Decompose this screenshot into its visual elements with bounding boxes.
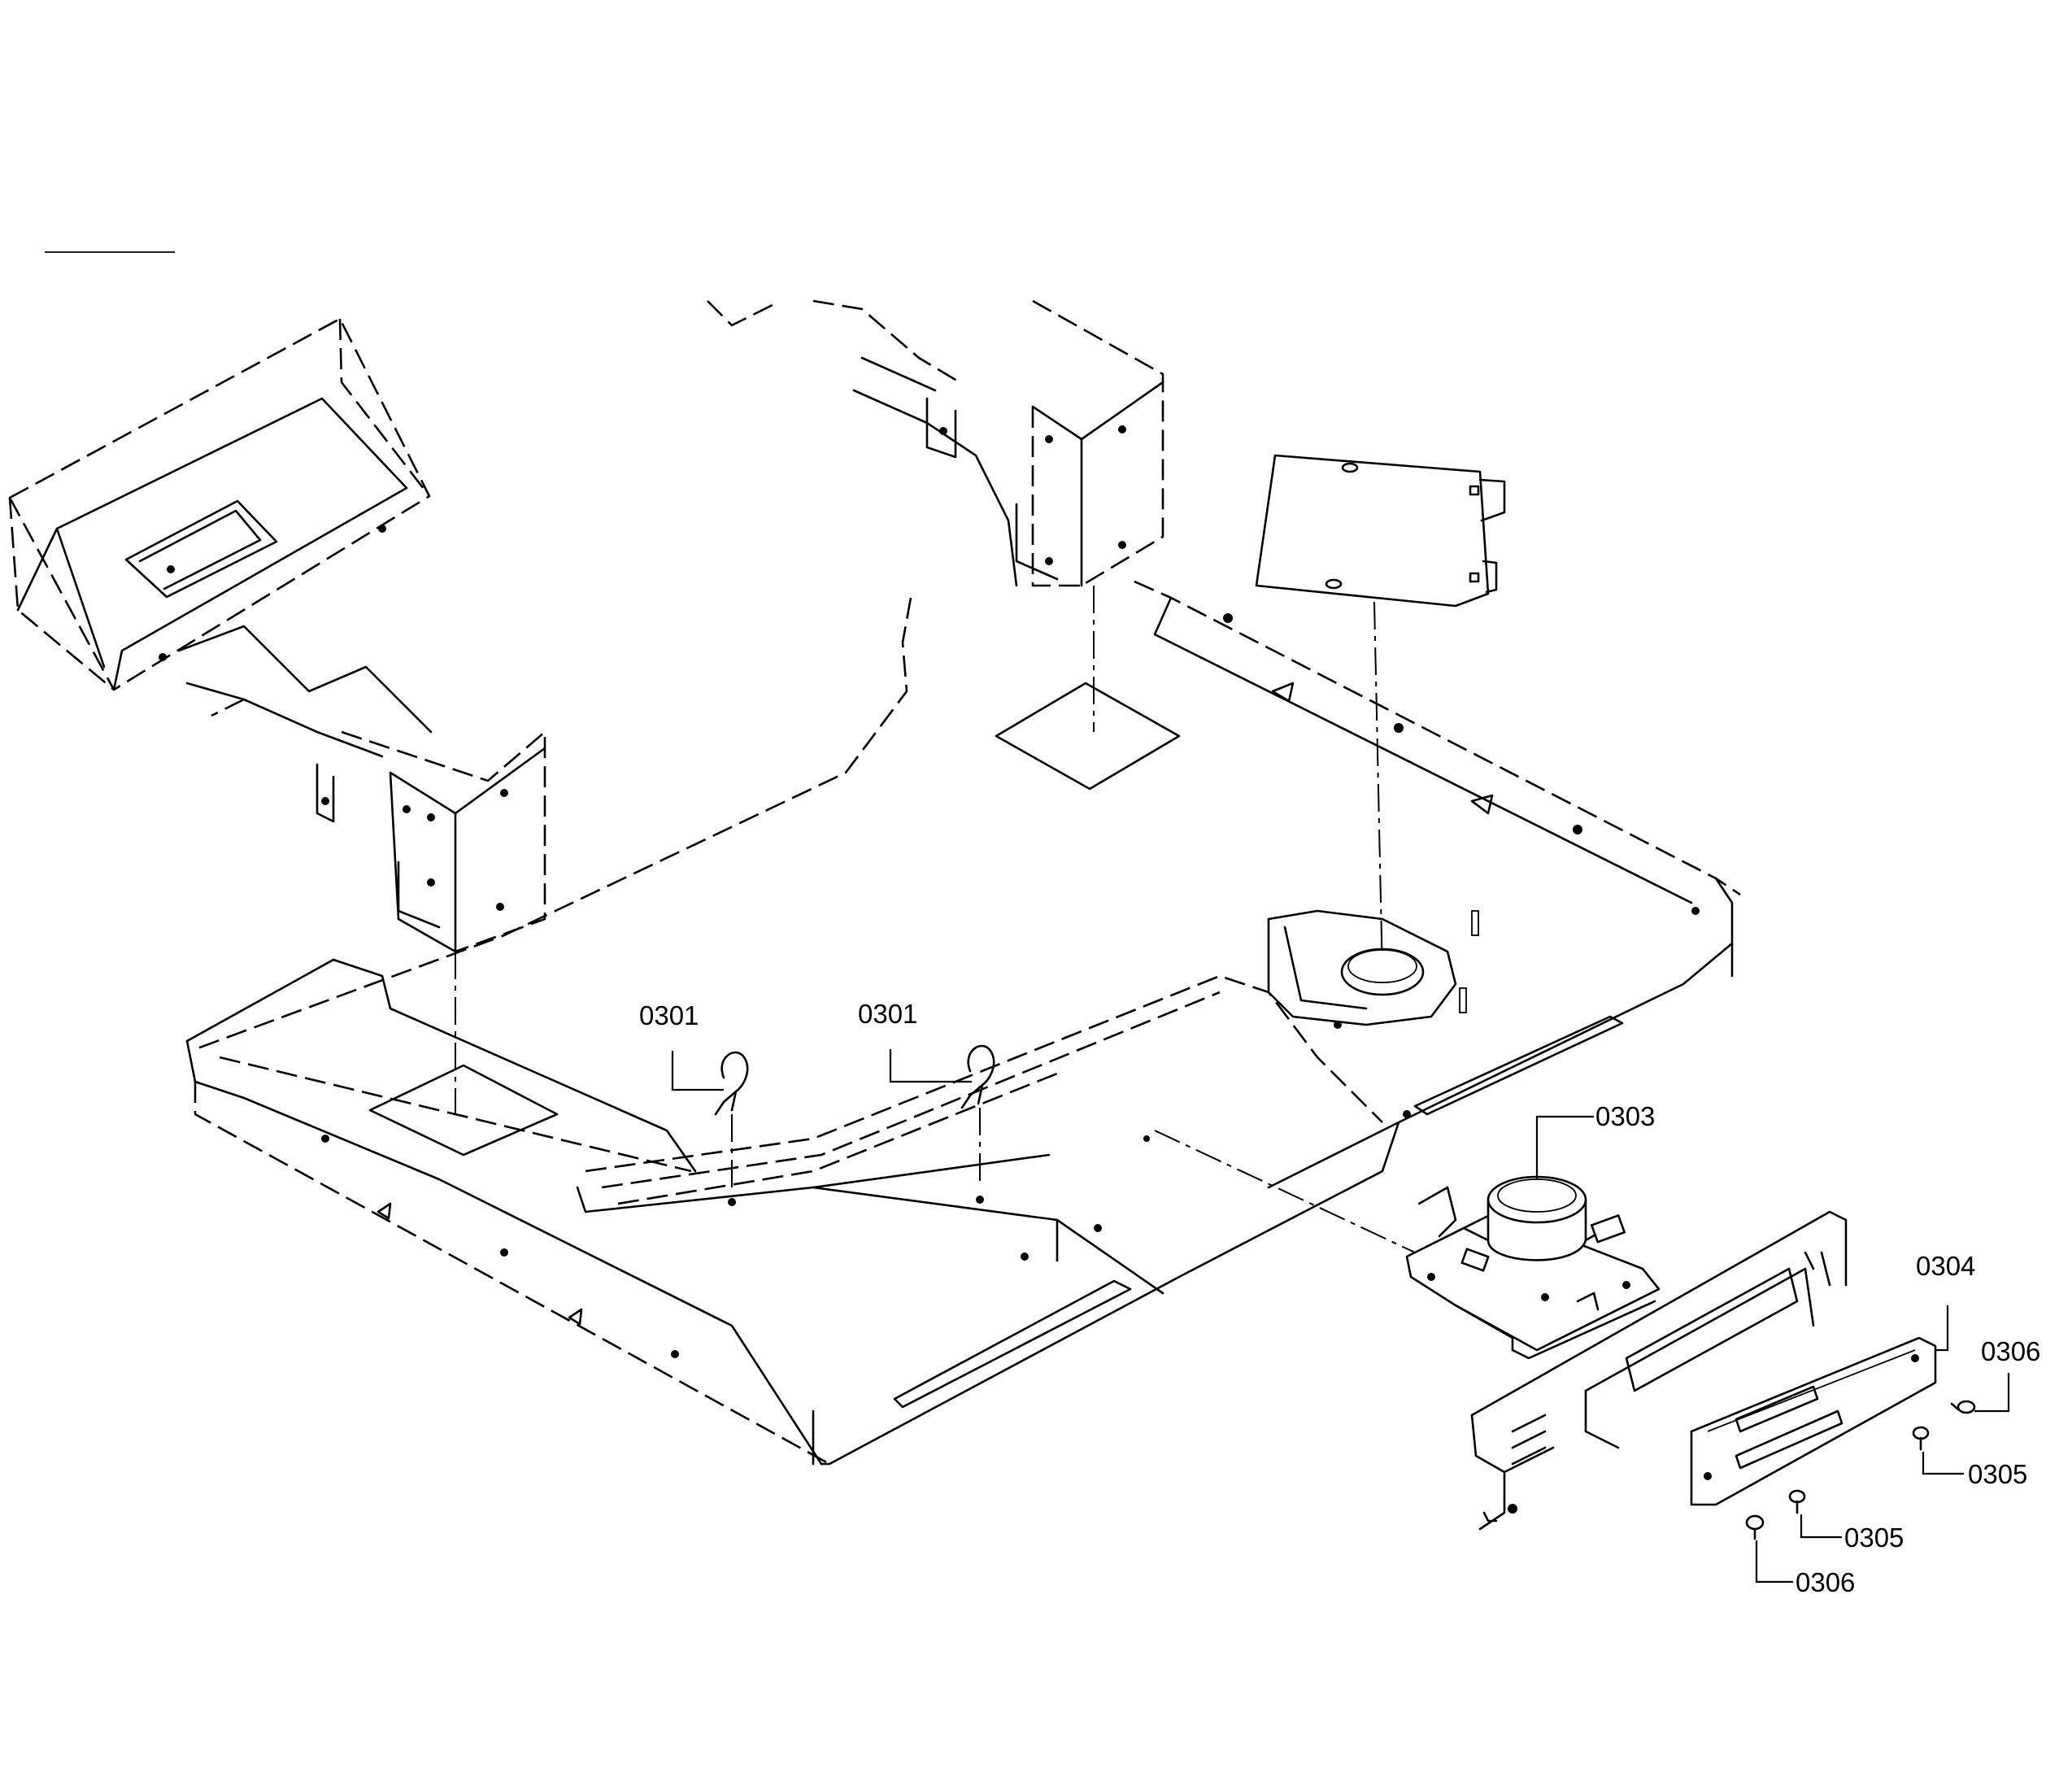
motor-axis [1154,1130,1416,1253]
alignment-axis-sump [1373,601,1383,977]
callout-label: 0301 [858,999,917,1029]
callout-label: 0301 [639,1000,699,1030]
screw-0305-right [1912,1426,1930,1451]
screw-0306-left [1745,1514,1765,1540]
callout-label: 0305 [1968,1459,2027,1489]
control-plate-0304 [1690,1336,1937,1506]
clip-0301-left [714,1051,749,1116]
screw-0305-left [1788,1489,1806,1514]
base-pan [185,580,1741,1466]
callout-label: 0306 [1981,1336,2040,1366]
rear-duct-assembly [707,299,1164,587]
diverter-motor-0303 [1405,1175,1661,1360]
callout-label: 0306 [1796,1567,1855,1597]
callout-label: 0304 [1916,1251,1975,1281]
callout-label: 0303 [1595,1101,1655,1131]
leader-lines [671,1049,2010,1584]
callout-label: 0305 [1844,1523,1904,1553]
screw-0306-right [1950,1400,1976,1414]
left-trough-assembly [8,317,546,953]
sump-cover-panel [1255,454,1506,608]
front-bracket [1470,1210,1848,1531]
clip-0301-right [960,1044,995,1109]
